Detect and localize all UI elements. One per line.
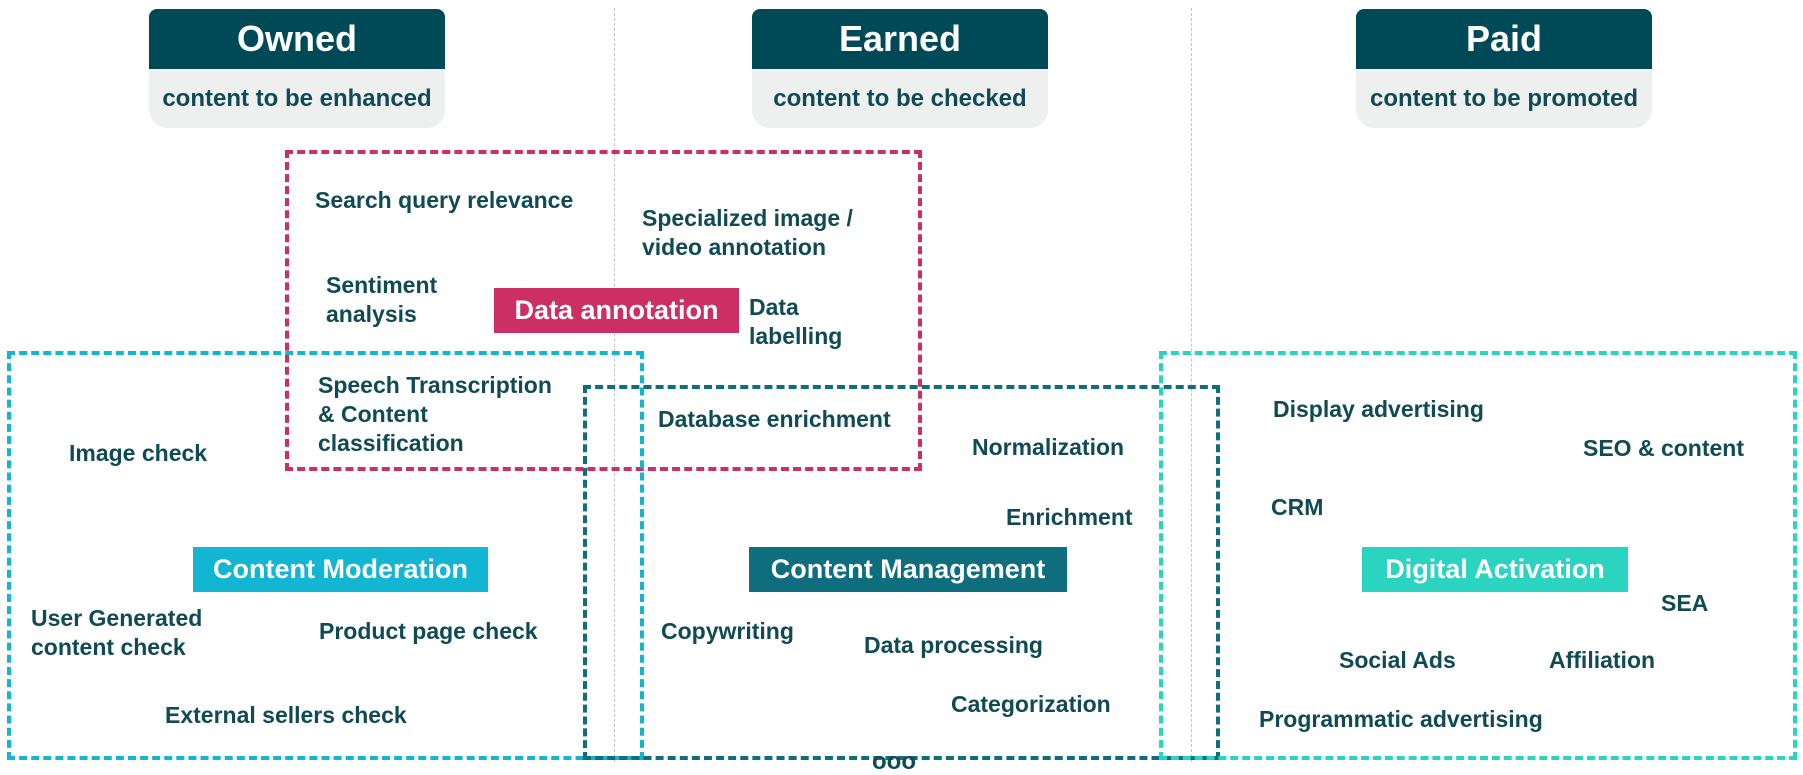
normalization-label: Normalization: [972, 434, 1125, 460]
crm-label: CRM: [1271, 494, 1324, 520]
seo-content-label: SEO & content: [1583, 435, 1745, 461]
label-line: video annotation: [642, 234, 826, 260]
cropped-text-fragment: ooo: [872, 748, 916, 775]
paid-header: Paid content to be promoted: [1356, 9, 1652, 128]
database-enrichment-label: Database enrichment: [658, 406, 891, 432]
label-line: classification: [318, 430, 464, 456]
external-sellers-check-label: External sellers check: [165, 702, 407, 728]
label-line: labelling: [749, 323, 843, 349]
label-line: content check: [31, 634, 186, 660]
label-line: Specialized image /: [642, 205, 853, 231]
social-ads-label: Social Ads: [1339, 647, 1456, 673]
header-subtitle: content to be checked: [752, 69, 1048, 128]
label-line: User Generated: [31, 605, 203, 631]
enrichment-label: Enrichment: [1006, 504, 1133, 530]
programmatic-advertising-label: Programmatic advertising: [1259, 706, 1543, 732]
product-page-check-label: Product page check: [319, 618, 538, 644]
content-management-box: [583, 385, 1220, 760]
header-title: Owned: [149, 9, 445, 69]
content-management-tag: Content Management: [749, 547, 1067, 592]
image-check-label: Image check: [69, 440, 208, 466]
display-advertising-label: Display advertising: [1273, 396, 1484, 422]
owned-header: Owned content to be enhanced: [149, 9, 445, 128]
affiliation-label: Affiliation: [1549, 647, 1656, 673]
data-labelling-label: Data labelling: [749, 293, 842, 351]
label-line: Sentiment: [326, 272, 438, 298]
user-generated-content-label: User Generated content check: [31, 604, 202, 662]
content-moderation-box: [7, 351, 644, 760]
data-processing-label: Data processing: [864, 632, 1043, 658]
header-title: Earned: [752, 9, 1048, 69]
content-moderation-tag: Content Moderation: [193, 547, 488, 592]
digital-activation-tag: Digital Activation: [1362, 547, 1628, 592]
label-line: Data: [749, 294, 799, 320]
data-annotation-tag: Data annotation: [494, 288, 739, 333]
header-title: Paid: [1356, 9, 1652, 69]
sentiment-analysis-label: Sentiment analysis: [326, 271, 437, 329]
copywriting-label: Copywriting: [661, 618, 794, 644]
earned-header: Earned content to be checked: [752, 9, 1048, 128]
label-line: & Content: [318, 401, 428, 427]
speech-transcription-label: Speech Transcription & Content classific…: [318, 371, 552, 458]
header-subtitle: content to be promoted: [1356, 69, 1652, 128]
label-line: analysis: [326, 301, 417, 327]
sea-label: SEA: [1661, 590, 1709, 616]
categorization-label: Categorization: [951, 691, 1111, 717]
data-annotation-box: [285, 150, 922, 471]
search-query-relevance-label: Search query relevance: [315, 187, 574, 213]
digital-activation-box: [1159, 351, 1797, 760]
specialized-annotation-label: Specialized image / video annotation: [642, 204, 853, 262]
label-line: Speech Transcription: [318, 372, 552, 398]
header-subtitle: content to be enhanced: [149, 69, 445, 128]
